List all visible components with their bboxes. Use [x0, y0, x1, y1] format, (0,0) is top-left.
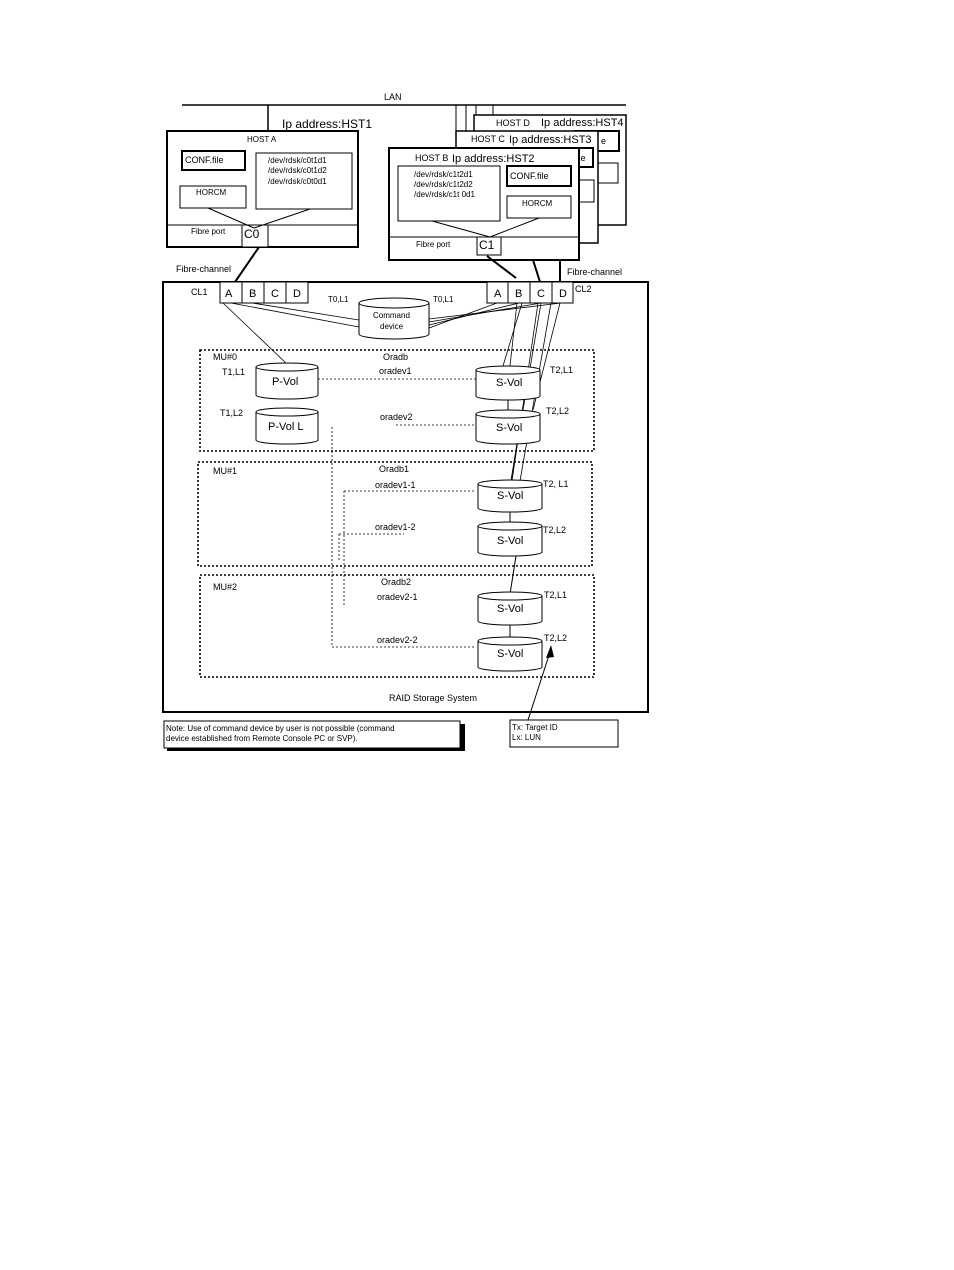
legend-box: Tx: Target ID Lx: LUN: [509, 645, 619, 748]
host-d-file-fragment: e: [601, 136, 606, 146]
storage-title: RAID Storage System: [389, 693, 477, 703]
host-a-ip: Ip address:HST1: [282, 117, 372, 131]
cl1-port-a: A: [225, 288, 233, 300]
mu2-svol1-label: S-Vol: [497, 603, 523, 615]
t0l1-right-label: T0,L1: [433, 295, 454, 304]
host-b-device-1: /dev/rdsk/c1t2d1: [414, 170, 473, 179]
mu1-svol1: S-Vol: [477, 479, 543, 513]
host-a-title: HOST A: [247, 135, 277, 144]
mu2-dev1: oradev2-1: [377, 592, 418, 602]
mu2-group: MU#2 Oradb2 oradev2-1 oradev2-2 S-Vol T2…: [199, 574, 595, 678]
host-d-title: HOST D: [496, 118, 530, 128]
host-b-ip: Ip address:HST2: [452, 153, 535, 165]
host-d-ip: Ip address:HST4: [541, 117, 624, 129]
raid-storage-system: RAID Storage System CL1 A B C D A B C D …: [162, 281, 649, 713]
mu1-svol2: S-Vol: [477, 521, 543, 557]
legend-lun: Lx: LUN: [512, 733, 541, 742]
host-a-device-1: /dev/rdsk/c0t1d1: [268, 156, 327, 165]
mu0-pvol1-id: T1,L1: [222, 367, 245, 377]
command-device-label-1: Command: [373, 311, 410, 320]
mu0-name: Oradb: [383, 352, 408, 362]
mu1-svol1-label: S-Vol: [497, 490, 523, 502]
pvol-dashed-links: [331, 427, 345, 647]
legend-arrow-head: [546, 645, 554, 658]
fibre-channel-right-label: Fibre-channel: [567, 267, 622, 277]
cl1-port-c: C: [271, 288, 279, 300]
mu0-label: MU#0: [213, 352, 237, 362]
mu1-svol1-id: T2, L1: [543, 479, 569, 489]
mu2-svol1-id: T2,L1: [544, 590, 567, 600]
mu0-dev2: oradev2: [380, 412, 413, 422]
fibre-channel-links: Fibre-channel Fibre-channel: [176, 246, 622, 283]
mu0-group: MU#0 Oradb T1,L1 P-Vol T1,L2 P-Vol L ora…: [199, 349, 595, 452]
mu0-svol1-label: S-Vol: [496, 377, 522, 389]
host-b-title: HOST B: [415, 153, 448, 163]
mu1-label: MU#1: [213, 466, 237, 476]
note-line-1: Note: Use of command device by user is n…: [166, 724, 395, 733]
mu2-label: MU#2: [213, 582, 237, 592]
host-a: Ip address:HST1 HOST A CONF.file /dev/rd…: [166, 117, 372, 248]
mu0-dev1: oradev1: [379, 366, 412, 376]
host-a-port-c0: C0: [244, 227, 260, 241]
cl1-label: CL1: [191, 287, 208, 297]
mu2-dev2: oradev2-2: [377, 635, 418, 645]
mu1-dev1: oradev1-1: [375, 480, 416, 490]
host-c-title: HOST C: [471, 134, 505, 144]
mu0-svol2-id: T2,L2: [546, 406, 569, 416]
host-a-horcm: HORCM: [196, 188, 227, 197]
mu1-group: MU#1 Oradb1 oradev1-1 oradev1-2 S-Vol T2…: [197, 461, 593, 567]
mu0-svol1: S-Vol: [475, 365, 541, 401]
mu0-pvol1: P-Vol: [255, 362, 319, 400]
host-b-device-3: /dev/rdsk/c1t 0d1: [414, 190, 475, 199]
mu0-svol2-label: S-Vol: [496, 422, 522, 434]
note-line-2: device established from Remote Console P…: [166, 734, 358, 743]
host-c-ip: Ip address:HST3: [509, 134, 592, 146]
command-device-label-2: device: [380, 322, 404, 331]
legend-target-id: Tx: Target ID: [512, 723, 558, 732]
mu2-name: Oradb2: [381, 577, 411, 587]
cl1-port-b: B: [249, 288, 256, 300]
host-b-port-c1: C1: [479, 238, 495, 252]
mu1-svol2-label: S-Vol: [497, 535, 523, 547]
lan-label: LAN: [384, 92, 402, 102]
mu1-dev2: oradev1-2: [375, 522, 416, 532]
cl2-port-d: D: [559, 288, 567, 300]
mu0-pvol2-label: P-Vol L: [268, 421, 303, 433]
cl2-port-c: C: [537, 288, 545, 300]
host-b-conf-file: CONF.file: [510, 171, 549, 181]
mu1-name: Oradb1: [379, 464, 409, 474]
mu0-pvol1-label: P-Vol: [272, 376, 298, 388]
mu2-svol2-label: S-Vol: [497, 648, 523, 660]
fibre-channel-left-label: Fibre-channel: [176, 264, 231, 274]
cl2-port-b: B: [515, 288, 522, 300]
host-a-fibre-port: Fibre port: [191, 227, 226, 236]
mu2-svol2-id: T2,L2: [544, 633, 567, 643]
t0l1-left-label: T0,L1: [328, 295, 349, 304]
mu2-svol2: S-Vol: [477, 636, 543, 672]
mu2-svol1: S-Vol: [477, 591, 543, 626]
host-a-conf-file: CONF.file: [185, 155, 224, 165]
mu0-svol2: S-Vol: [475, 409, 541, 445]
command-device: Command device: [358, 297, 430, 340]
host-b-fibre-port: Fibre port: [416, 240, 451, 249]
host-b-horcm: HORCM: [522, 199, 553, 208]
cl1-port-d: D: [293, 288, 301, 300]
cl2-port-a: A: [494, 288, 502, 300]
host-b-device-2: /dev/rdsk/c1t2d2: [414, 180, 473, 189]
note-box: Note: Use of command device by user is n…: [163, 720, 465, 751]
cl2-label: CL2: [575, 284, 592, 294]
host-a-device-3: /dev/rdsk/c0t0d1: [268, 177, 327, 186]
mu1-svol2-id: T2,L2: [543, 525, 566, 535]
host-b: HOST B Ip address:HST2 /dev/rdsk/c1t2d1 …: [388, 147, 580, 261]
mu0-pvol2: P-Vol L: [255, 407, 319, 445]
mu0-pvol2-id: T1,L2: [220, 408, 243, 418]
host-a-device-2: /dev/rdsk/c0t1d2: [268, 166, 327, 175]
mu0-svol1-id: T2,L1: [550, 365, 573, 375]
